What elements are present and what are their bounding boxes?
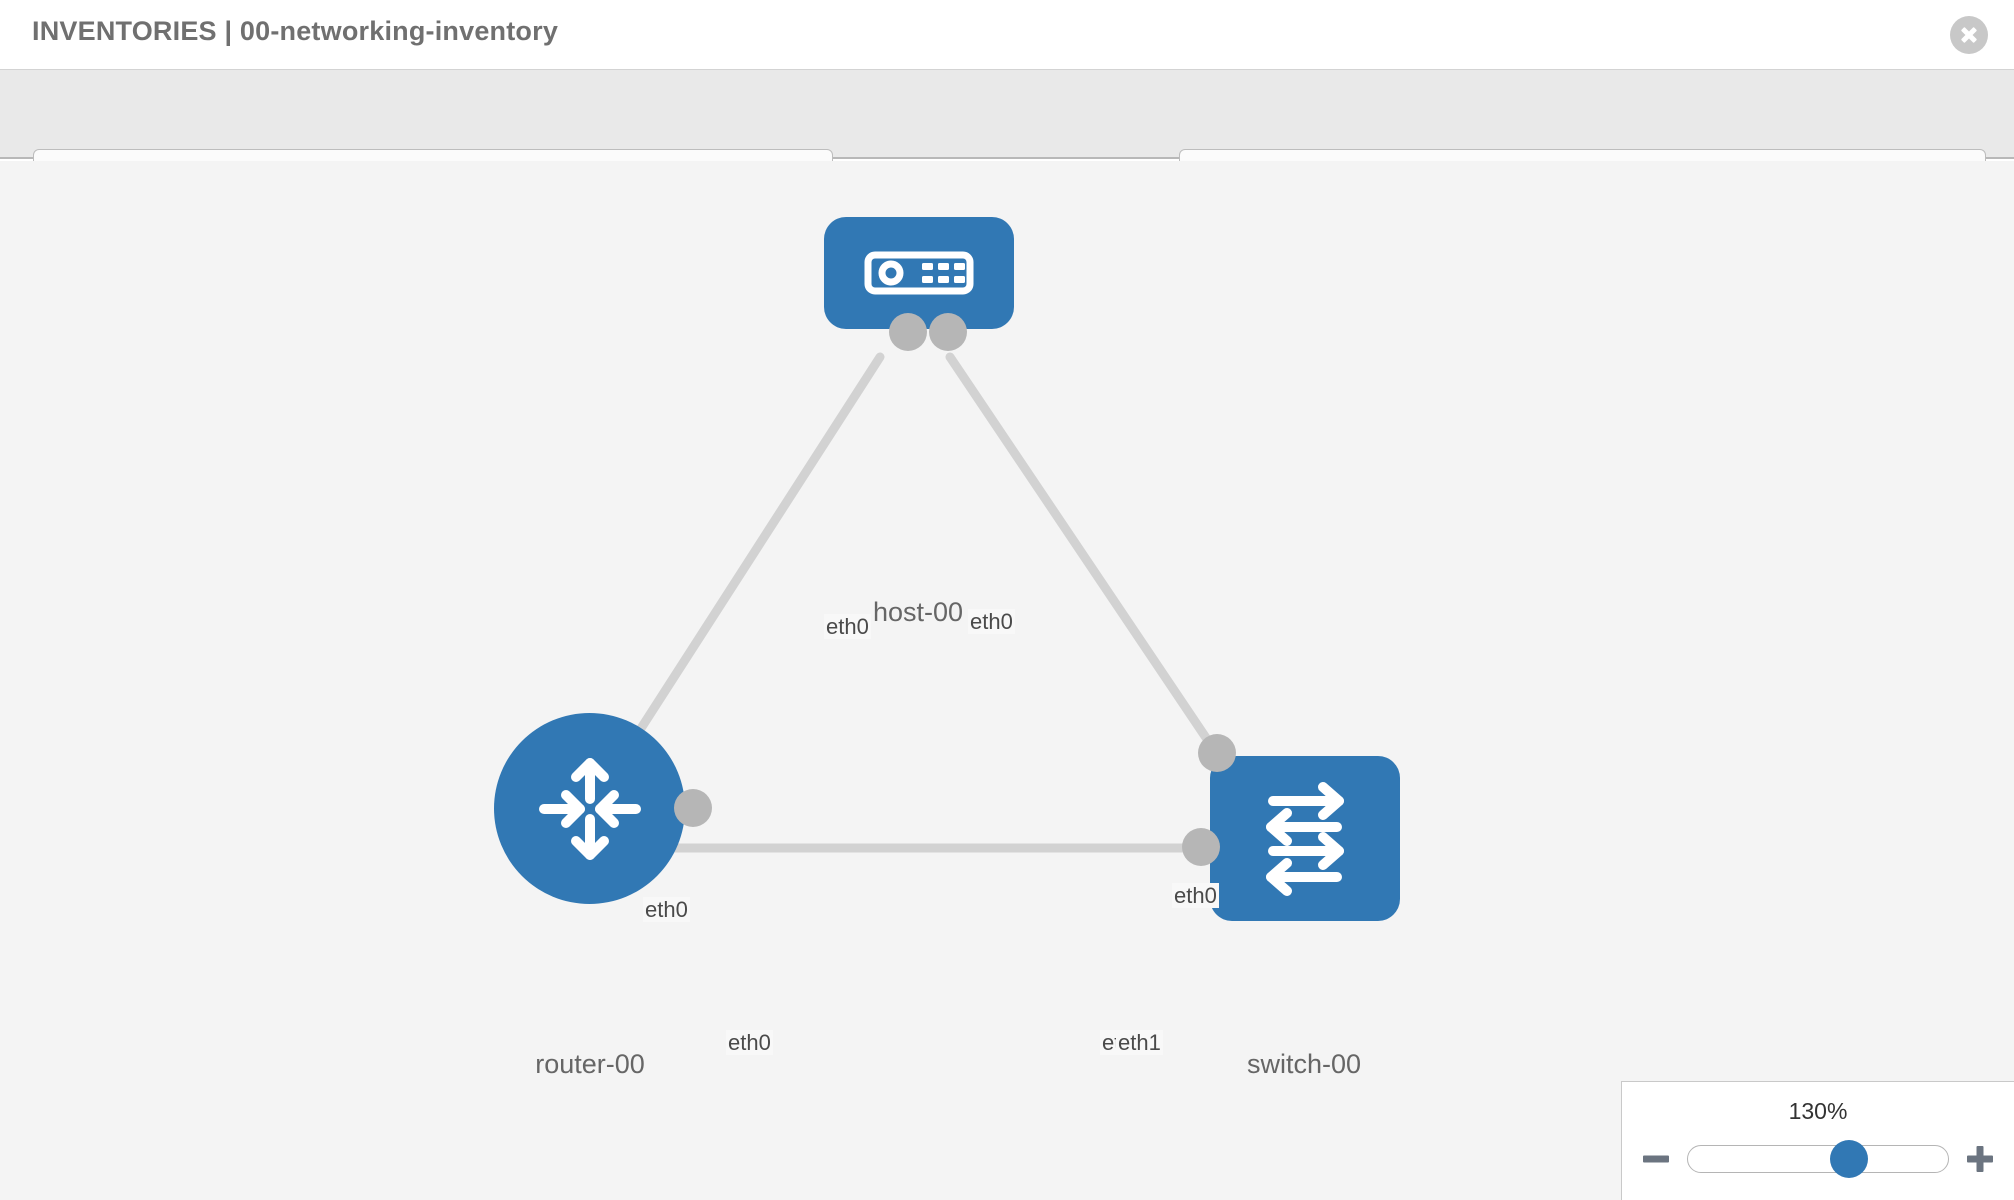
toolbar: ACTIONS SEARCH	[0, 69, 2014, 205]
port-switch-00-top[interactable]	[1198, 734, 1236, 772]
if-label-host-left: eth0	[824, 614, 871, 640]
close-icon[interactable]	[1950, 16, 1988, 54]
port-switch-00-left[interactable]	[1182, 828, 1220, 866]
host-00-shape[interactable]	[824, 217, 1014, 329]
page-header: INVENTORIES | 00-networking-inventory	[0, 0, 2014, 69]
zoom-in-button[interactable]	[1963, 1142, 1997, 1176]
node-router-00	[494, 713, 726, 904]
zoom-control-panel: 130%	[1621, 1081, 2014, 1200]
port-router-00-right[interactable]	[674, 789, 712, 827]
link-host-switch	[945, 352, 1230, 771]
port-host-00-left[interactable]	[889, 313, 927, 351]
router-icon	[538, 757, 641, 860]
node-label-host-00: host-00	[870, 597, 966, 628]
link-host-router	[615, 352, 885, 766]
if-label-router-right: eth0	[726, 1030, 773, 1056]
port-host-00-right[interactable]	[929, 313, 967, 351]
switch-00-shape[interactable]	[1210, 756, 1400, 921]
zoom-out-button[interactable]	[1639, 1142, 1673, 1176]
zoom-control-row	[1622, 1138, 2014, 1180]
router-00-shape[interactable]	[494, 713, 685, 904]
node-label-switch-00: switch-00	[1244, 1049, 1364, 1080]
zoom-slider-track[interactable]	[1687, 1140, 1949, 1178]
if-label-switch-left-over: eth1	[1116, 1030, 1163, 1056]
node-switch-00	[1182, 710, 1400, 921]
zoom-level-value: 130%	[1788, 1098, 1848, 1124]
page-title: INVENTORIES | 00-networking-inventory	[32, 16, 559, 46]
node-host-00	[824, 217, 1014, 359]
if-label-router-up: eth0	[643, 897, 690, 923]
node-label-router-00: router-00	[533, 1049, 647, 1080]
if-label-switch-up: eth0	[1172, 883, 1219, 909]
if-label-host-right: eth0	[968, 609, 1015, 635]
zoom-slider-thumb[interactable]	[1830, 1140, 1869, 1178]
topology-links	[615, 352, 1230, 853]
switch-icon	[1266, 781, 1344, 896]
server-icon	[864, 251, 974, 295]
topology-canvas[interactable]: host-00 eth0 eth0	[0, 161, 2014, 1200]
